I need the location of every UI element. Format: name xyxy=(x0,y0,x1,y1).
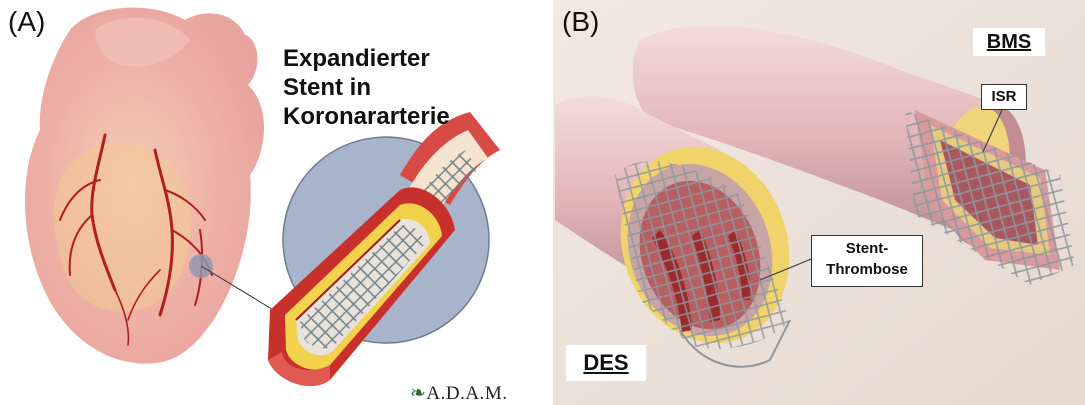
title-line-2: Stent in xyxy=(283,73,450,102)
thrombus-callout: Stent- Thrombose xyxy=(811,235,923,287)
adam-logo-text: A.D.A.M. xyxy=(426,383,507,404)
title-line-3: Koronararterie xyxy=(283,102,450,131)
magnified-artery xyxy=(268,112,500,386)
bms-label: BMS xyxy=(973,28,1045,56)
thrombus-callout-line-1: Stent- xyxy=(812,238,922,259)
thrombus-callout-line-2: Thrombose xyxy=(812,259,922,280)
panel-a-label: (A) xyxy=(8,6,45,38)
des-label: DES xyxy=(566,345,646,381)
adam-logo: ❧A.D.A.M. xyxy=(410,382,507,405)
title-line-1: Expandierter xyxy=(283,44,450,73)
isr-callout: ISR xyxy=(981,84,1027,110)
panel-b-label: (B) xyxy=(562,6,599,38)
stent-title: Expandierter Stent in Koronararterie xyxy=(283,44,450,131)
adam-leaf-icon: ❧ xyxy=(410,383,426,404)
heart-illustration xyxy=(25,8,264,364)
